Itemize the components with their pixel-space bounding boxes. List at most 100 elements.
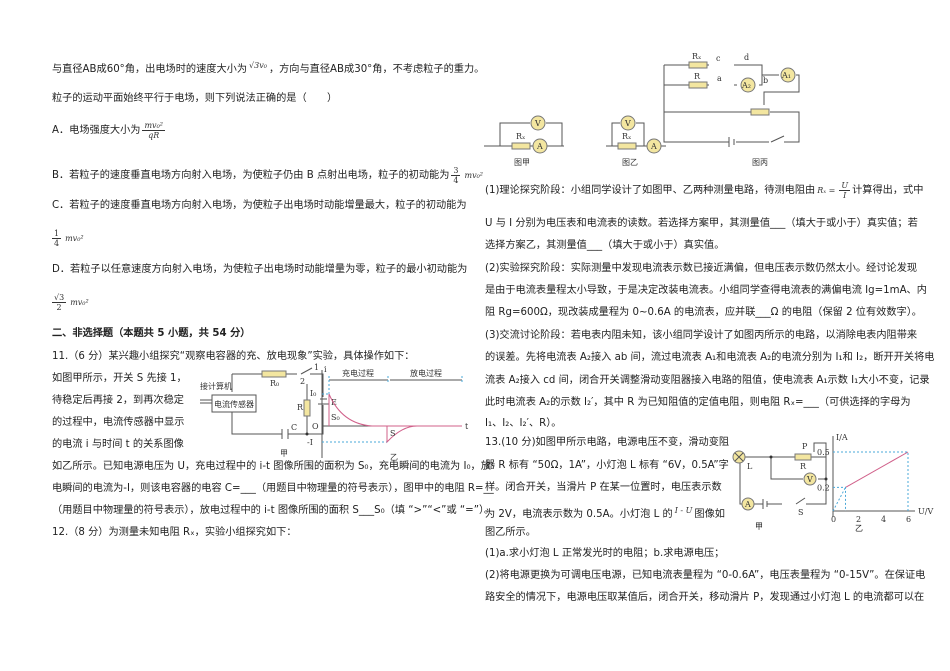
switch-2-label: 2 (300, 377, 305, 386)
text-line: 的电流 i 与时间 t 的关系图像 (52, 439, 184, 450)
figure-caption: 乙 (855, 524, 863, 533)
guide-line (833, 486, 846, 511)
numerator: mv₀² (142, 120, 165, 131)
text-line: 选择方案乙，其测量值___（填大于或小于）真实值。 (485, 240, 725, 251)
math-term: mv₀² (65, 234, 84, 243)
a2-label: A₂ (741, 81, 751, 90)
rx-label: Rₓ (692, 52, 701, 61)
text-line: (1)a.求小灯泡 L 正常发光时的电阻；b.求电源电压； (485, 548, 725, 559)
denominator: 2 (56, 302, 62, 312)
option-b: B．若粒子的速度垂直电场方向射入电场，为使粒子仍由 B 点射出电场，粒子的初动能… (52, 170, 450, 181)
text-line: 是由于电流表量程太小导致，于是决定改装电流表。小组同学查得电流表的满偏电流 Ig… (485, 285, 927, 296)
math-sqrt3v0: √3v₀ (249, 61, 267, 70)
figure-caption: 乙 (390, 453, 398, 462)
x-tick-label: 2 (856, 515, 861, 524)
figure-caption: 图甲 (514, 158, 530, 167)
lamp-circuit: L P R V A S (732, 442, 828, 517)
text-segment: (1)理论探究阶段：小组同学设计了如图甲、乙两种测量电路，待测电阻由 (485, 185, 816, 196)
voltmeter-label: V (624, 119, 631, 128)
text-segment: ，方向与直径AB成30°角，不考虑粒子的重力。 (268, 64, 485, 75)
text-line: 阻 Rg=600Ω，现改装成量程为 0~0.6A 的电流表，应并联___Ω 的电… (485, 307, 922, 318)
x-tick-label: 6 (906, 515, 911, 524)
r-label: R (297, 403, 304, 412)
denominator: qR (148, 130, 160, 140)
question-12: 12.（8 分）为测量未知电阻 Rₓ，实验小组探究如下： (52, 527, 297, 538)
neg-i-label: -I (307, 438, 313, 447)
option-c: C．若粒子的速度垂直电场方向射入电场，为使粒子出电场时动能增量最大，粒子的初动能… (52, 200, 467, 211)
numerator: 1 (52, 228, 62, 239)
text-line: U 与 I 分别为电压表和电流表的读数。若选择方案甲，其测量值___（填大于或小… (485, 218, 918, 229)
text-line: （用题目中物理量的符号表示），放电过程中的 i-t 图像所围的面积 S___S₀… (52, 505, 495, 516)
option-a: A．电场强度大小为 (52, 125, 141, 136)
section-heading: 二、非选择题（本题共 5 小题，共 54 分） (52, 328, 251, 339)
node-c: c (716, 54, 721, 63)
r0-label: R₀ (270, 379, 279, 388)
figure-caption: 图丙 (752, 158, 768, 167)
text-line: 图乙所示。 (485, 527, 536, 538)
c-label: C (291, 423, 297, 432)
node-b: b (763, 76, 768, 85)
x-tick-label: 4 (881, 515, 886, 524)
rx-label: Rₓ (516, 132, 525, 141)
option-b-line: B．若粒子的速度垂直电场方向射入电场，为使粒子仍由 B 点射出电场，粒子的初动能… (52, 165, 485, 187)
math-term: mv₀² (464, 171, 484, 180)
denominator: I (843, 190, 847, 200)
text-line: 流表 A₂接入 cd 间，闭合开关调整滑动变阻器接入电路的阻值，使电流表 A₁示… (485, 375, 930, 386)
text-segment: 计算得出，式中 (852, 185, 924, 196)
text-line: 电瞬间的电流为-I，则该电容器的电容 C=___（用题目中物理量的符号表示），图… (52, 483, 494, 494)
text-line-with-math: 与直径AB成60°角，出电场时的速度大小为√3v₀，方向与直径AB成30°角，不… (52, 59, 484, 77)
rheostat-label: R (800, 462, 807, 471)
text-line: (2)将电源更换为可调电压电源，已知电流表量程为 “0-0.6A”，电压表量程为… (485, 570, 926, 581)
y-tick-label: 0.2 (817, 483, 830, 492)
ammeter-label: A (650, 142, 657, 151)
option-d: D．若粒子以任意速度方向射入电场，为使粒子出电场时动能增量为零，粒子的最小初动能… (52, 264, 468, 275)
a1-label: A₁ (781, 71, 791, 80)
node-d: d (744, 53, 749, 62)
it-graph: i t I₀ O -I S₀ S 充电过程 放电过程 乙 (307, 365, 469, 462)
text-line: I₁、I₂、I₂′、R）。 (485, 418, 562, 429)
question-11: 11.（6 分）某兴趣小组探究“观察电容器的充、放电现象”实验，具体操作如下： (52, 351, 415, 362)
math-i-u: I - U (674, 506, 693, 515)
numerator: 3 (451, 165, 461, 176)
math-rx: Rₓ = (817, 186, 836, 195)
curve-segment (845, 451, 909, 488)
switch-label: S (798, 508, 803, 517)
text-line: 如图甲所示，开关 S 先接 1， (52, 373, 187, 384)
computer-label: 接计算机 (200, 381, 232, 391)
text-line: 粒子的运动平面始终平行于电场，则下列说法正确的是（ ） (52, 93, 338, 104)
text-line: (2)实验探究阶段：实际测量中发现电流表示数已接近满偏，但电压表示数仍然太小。经… (485, 263, 918, 274)
rx-label: Rₓ (622, 132, 631, 141)
numerator: U (839, 180, 851, 191)
measurement-circuits: V A Rₓ V A Rₓ Rₓ R c d a b A₂ A₁ 图甲 图乙 图… (484, 52, 800, 167)
question-13: 13.(10 分)如图甲所示电路，电源电压不变，滑动变阻 (485, 437, 730, 448)
ammeter-label: A (744, 500, 751, 509)
figure-caption: 图乙 (622, 158, 638, 167)
x-axis-label: U/V (918, 507, 933, 516)
text-line: 待稳定后再接 2，到再次稳定 (52, 395, 184, 406)
text-line: (3)交流讨论阶段：若电表内阻未知，该小组同学设计了如图丙所示的电路，以消除电表… (485, 330, 918, 341)
text-line: 的误差。先将电流表 A₂接入 ab 间，流过电流表 A₁和电流表 A₂的电流分别… (485, 352, 935, 363)
denominator: 4 (453, 175, 459, 185)
denominator: 4 (54, 238, 60, 248)
charge-label: 充电过程 (342, 368, 374, 378)
origin-label: O (312, 422, 319, 431)
curve-segment (832, 487, 846, 512)
y-tick-label: 0.5 (817, 448, 830, 457)
switch-1-label: 1 (314, 363, 319, 372)
x-tick-label: 0 (831, 515, 836, 524)
discharge-label: 放电过程 (410, 368, 442, 378)
text-segment: 与直径AB成60°角，出电场时的速度大小为 (52, 64, 248, 75)
slider-p-label: P (802, 442, 808, 451)
capacitor-figure: 接计算机 电流传感器 R₀ R E C 1 2 甲 (200, 363, 337, 458)
text-line: 样。闭合开关，当滑片 P 在某一位置时，电压表示数 (485, 482, 722, 493)
guide-line (833, 451, 909, 511)
r-label: R (694, 72, 701, 81)
text-segment: 图像如 (694, 509, 725, 520)
i0-label: I₀ (310, 389, 316, 398)
voltmeter-label: V (534, 119, 541, 128)
